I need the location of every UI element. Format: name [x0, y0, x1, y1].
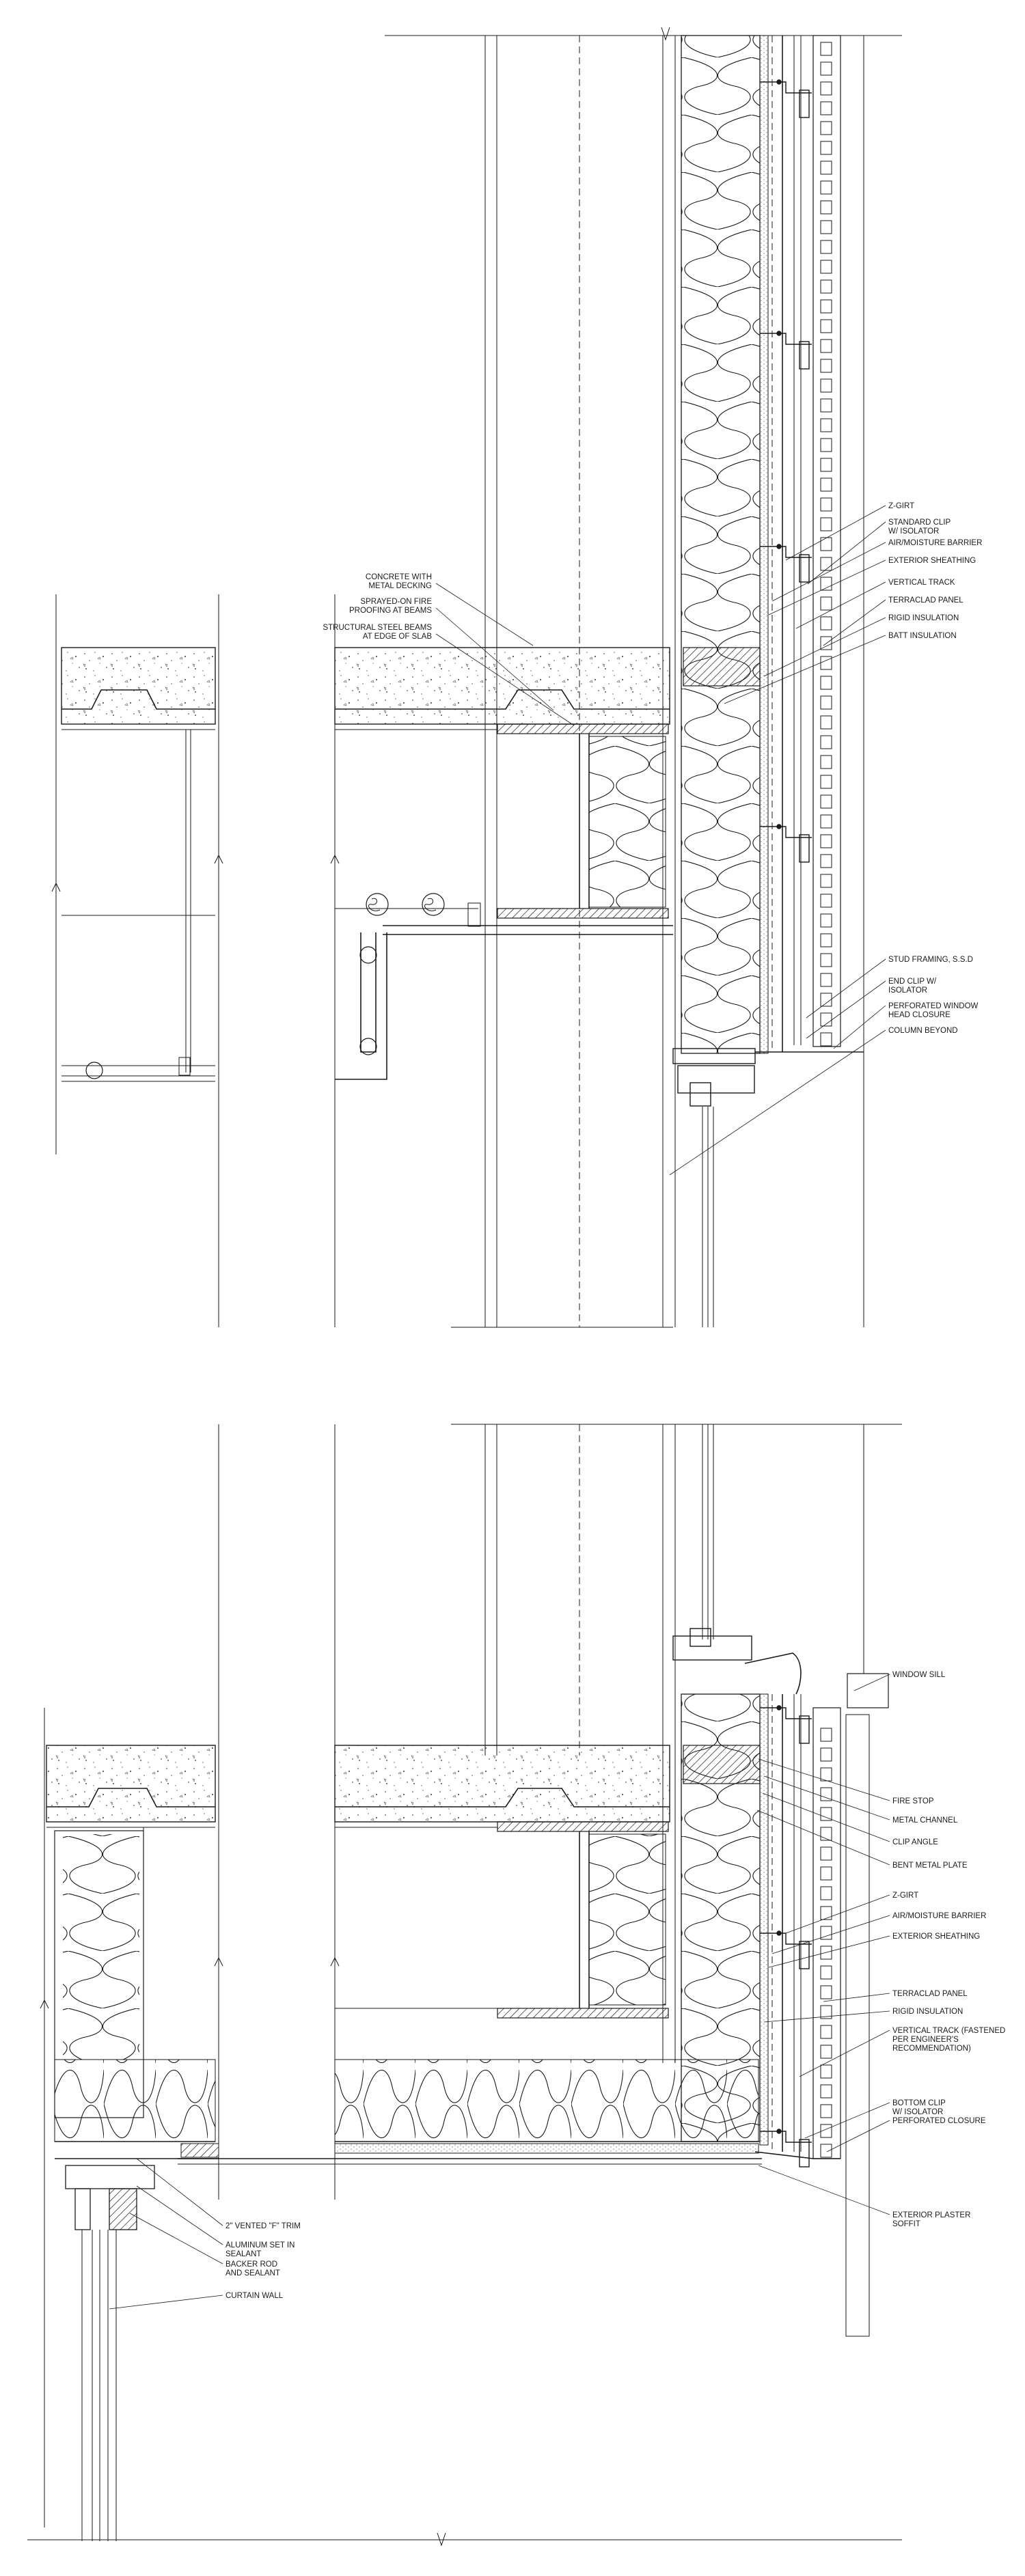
upper-detail: [51, 27, 902, 1328]
label-lower-right-12: PERFORATED CLOSURE: [892, 2117, 986, 2125]
label-lower-left-0: 2" VENTED "F" TRIM: [226, 2222, 301, 2230]
lower-detail: [27, 1424, 902, 2547]
label-lower-right-4: BENT METAL PLATE: [892, 1861, 968, 1870]
label-upper-right-4: VERTICAL TRACK: [888, 579, 955, 587]
label-lower-left-3: CURTAIN WALL: [226, 2292, 284, 2300]
label-upper-right-11: COLUMN BEYOND: [888, 1027, 958, 1035]
label-lower-right-3: CLIP ANGLE: [892, 1838, 938, 1846]
label-upper-right-9: END CLIP W/ISOLATOR: [888, 978, 937, 995]
label-upper-right-8: STUD FRAMING, S.S.D: [888, 956, 973, 964]
label-upper-right-3: EXTERIOR SHEATHING: [888, 557, 976, 565]
label-lower-right-7: EXTERIOR SHEATHING: [892, 1933, 980, 1941]
label-upper-right-6: RIGID INSULATION: [888, 614, 959, 622]
label-lower-right-0: WINDOW SILL: [892, 1671, 946, 1679]
leader-lines: [109, 505, 890, 2310]
label-lower-right-1: FIRE STOP: [892, 1797, 934, 1805]
label-upper-right-2: AIR/MOISTURE BARRIER: [888, 539, 982, 547]
label-lower-right-5: Z-GIRT: [892, 1892, 918, 1900]
label-lower-right-6: AIR/MOISTURE BARRIER: [892, 1912, 986, 1920]
label-lower-right-2: METAL CHANNEL: [892, 1816, 958, 1825]
label-lower-right-9: RIGID INSULATION: [892, 2008, 963, 2016]
label-lower-right-8: TERRACLAD PANEL: [892, 1990, 968, 1998]
label-upper-right-5: TERRACLAD PANEL: [888, 596, 964, 605]
label-upper-right-7: BATT INSULATION: [888, 632, 957, 640]
label-upper-right-0: Z-GIRT: [888, 502, 914, 510]
